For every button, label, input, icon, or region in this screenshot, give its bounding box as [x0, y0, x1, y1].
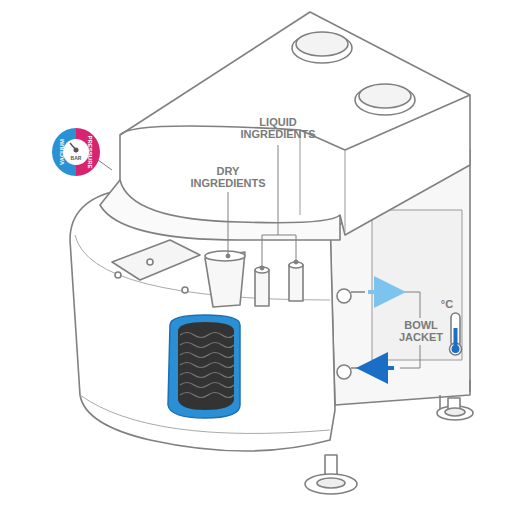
- part-label: BOWL JACKET: [396, 319, 446, 343]
- gauge-text: BAR: [66, 155, 86, 161]
- gauge-text: VACUUM: [59, 135, 65, 169]
- pressure-gauge: VACUUMBARPRESSURE: [52, 128, 100, 176]
- part-label: LIQUID INGREDIENTS: [233, 116, 323, 140]
- gauge-text: PRESSURE: [87, 135, 93, 169]
- part-label: DRY INGREDIENTS: [183, 165, 273, 189]
- part-label: °C: [440, 298, 454, 310]
- gauge-part: [63, 139, 89, 165]
- gauge-part: [70, 143, 76, 150]
